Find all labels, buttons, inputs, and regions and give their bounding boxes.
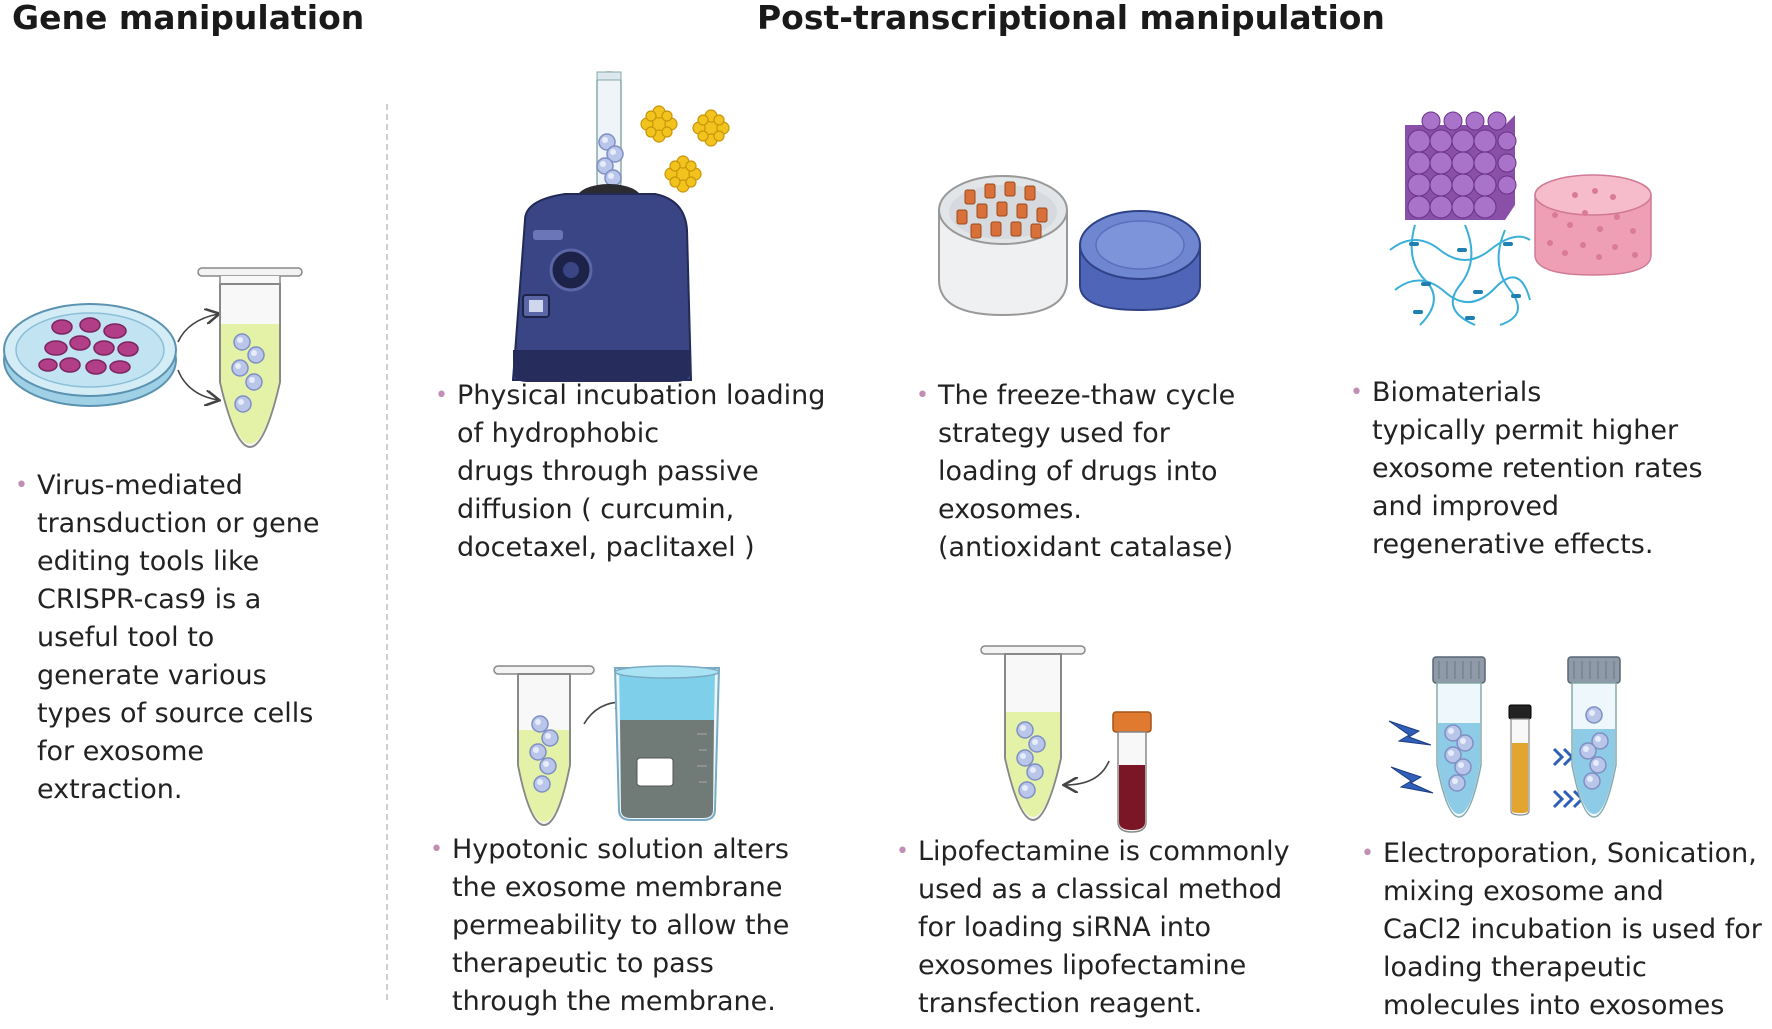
centrifuge-tube-icon [1567, 656, 1621, 818]
transfer-arrow-icon [1055, 760, 1110, 795]
caption-line: exosomes. [938, 494, 1082, 525]
centrifuge-tube-icon [493, 665, 595, 827]
gene-manipulation-caption: • Virus-mediated transduction or gene ed… [15, 467, 320, 809]
caption-line: through the membrane. [452, 986, 776, 1017]
caption-line: regenerative effects. [1372, 529, 1654, 560]
centrifuge-tube-icon [980, 645, 1086, 822]
blood-vial-icon [1112, 711, 1152, 833]
caption-line: Physical incubation loading [457, 380, 826, 411]
caption-line: Biomaterials [1372, 377, 1542, 408]
bullet: • [1350, 380, 1363, 405]
petri-dish-icon [3, 303, 177, 407]
beaker-icon [613, 665, 721, 821]
bullet: • [430, 837, 443, 862]
gene-manipulation-header: Gene manipulation [12, 0, 365, 37]
transduction-arrow-icons [177, 300, 240, 410]
centrifuge-tube-icon [197, 267, 303, 449]
caption-line: CaCl2 incubation is used for [1383, 914, 1762, 945]
vortex-mixer-icon [511, 71, 693, 382]
caption-line: for loading siRNA into [918, 912, 1212, 943]
caption-line: mixing exosome and [1383, 876, 1664, 907]
curcumin-icon [640, 105, 730, 193]
caption-line: and improved [1372, 491, 1560, 522]
freeze-thaw-container-icon [938, 175, 1201, 317]
lightning-icon [1388, 720, 1434, 794]
caption-line: (antioxidant catalase) [938, 532, 1234, 563]
caption-line: docetaxel, paclitaxel ) [457, 532, 755, 563]
electroporation-caption: • Electroporation, Sonication, mixing ex… [1361, 835, 1762, 1025]
caption-line: exosomes lipofectamine [918, 950, 1247, 981]
caption-line: loading therapeutic [1383, 952, 1647, 983]
bullet: • [916, 383, 929, 408]
physical-incubation-caption: • Physical incubation loading of hydroph… [435, 377, 826, 567]
bullet: • [15, 473, 28, 498]
caption-line: permeability to allow the [452, 910, 790, 941]
bullet: • [1361, 841, 1374, 866]
caption-line: molecules into exosomes [1383, 990, 1725, 1021]
caption-line: loading of drugs into [938, 456, 1218, 487]
caption-line: Electroporation, Sonication, [1383, 838, 1757, 869]
caption-line: transfection reagent. [918, 988, 1203, 1019]
centrifuge-tube-icon [1432, 656, 1486, 818]
hydrogel-network-icon [1389, 224, 1531, 326]
biomaterials-caption: • Biomaterials typically permit higher e… [1350, 374, 1703, 564]
caption-line: CRISPR-cas9 is a [37, 584, 262, 615]
caption-line: Virus-mediated [37, 470, 243, 501]
post-transcriptional-header: Post-transcriptional manipulation [757, 0, 1385, 37]
caption-line: typically permit higher [1372, 415, 1679, 446]
caption-line: transduction or gene [37, 508, 320, 539]
caption-line: types of source cells [37, 698, 314, 729]
caption-line: The freeze-thaw cycle [938, 380, 1236, 411]
section-divider [386, 104, 388, 1000]
cacl2-vial-icon [1508, 704, 1532, 816]
caption-line: drugs through passive [457, 456, 759, 487]
caption-line: for exosome [37, 736, 205, 767]
hypotonic-caption: • Hypotonic solution alters the exosome … [430, 831, 790, 1021]
bullet: • [435, 383, 448, 408]
biomaterial-scaffold-icon [1405, 111, 1652, 276]
caption-line: used as a classical method [918, 874, 1283, 905]
caption-line: exosome retention rates [1372, 453, 1703, 484]
caption-line: extraction. [37, 774, 183, 805]
caption-line: therapeutic to pass [452, 948, 714, 979]
caption-line: useful tool to [37, 622, 215, 653]
caption-line: editing tools like [37, 546, 260, 577]
caption-line: of hydrophobic [457, 418, 660, 449]
freeze-thaw-caption: • The freeze-thaw cycle strategy used fo… [916, 377, 1236, 567]
caption-line: diffusion ( curcumin, [457, 494, 735, 525]
bullet: • [896, 839, 909, 864]
caption-line: the exosome membrane [452, 872, 783, 903]
caption-line: Hypotonic solution alters [452, 834, 789, 865]
caption-line: strategy used for [938, 418, 1170, 449]
lipofectamine-caption: • Lipofectamine is commonly used as a cl… [896, 833, 1290, 1023]
caption-line: generate various [37, 660, 267, 691]
caption-line: Lipofectamine is commonly [918, 836, 1290, 867]
